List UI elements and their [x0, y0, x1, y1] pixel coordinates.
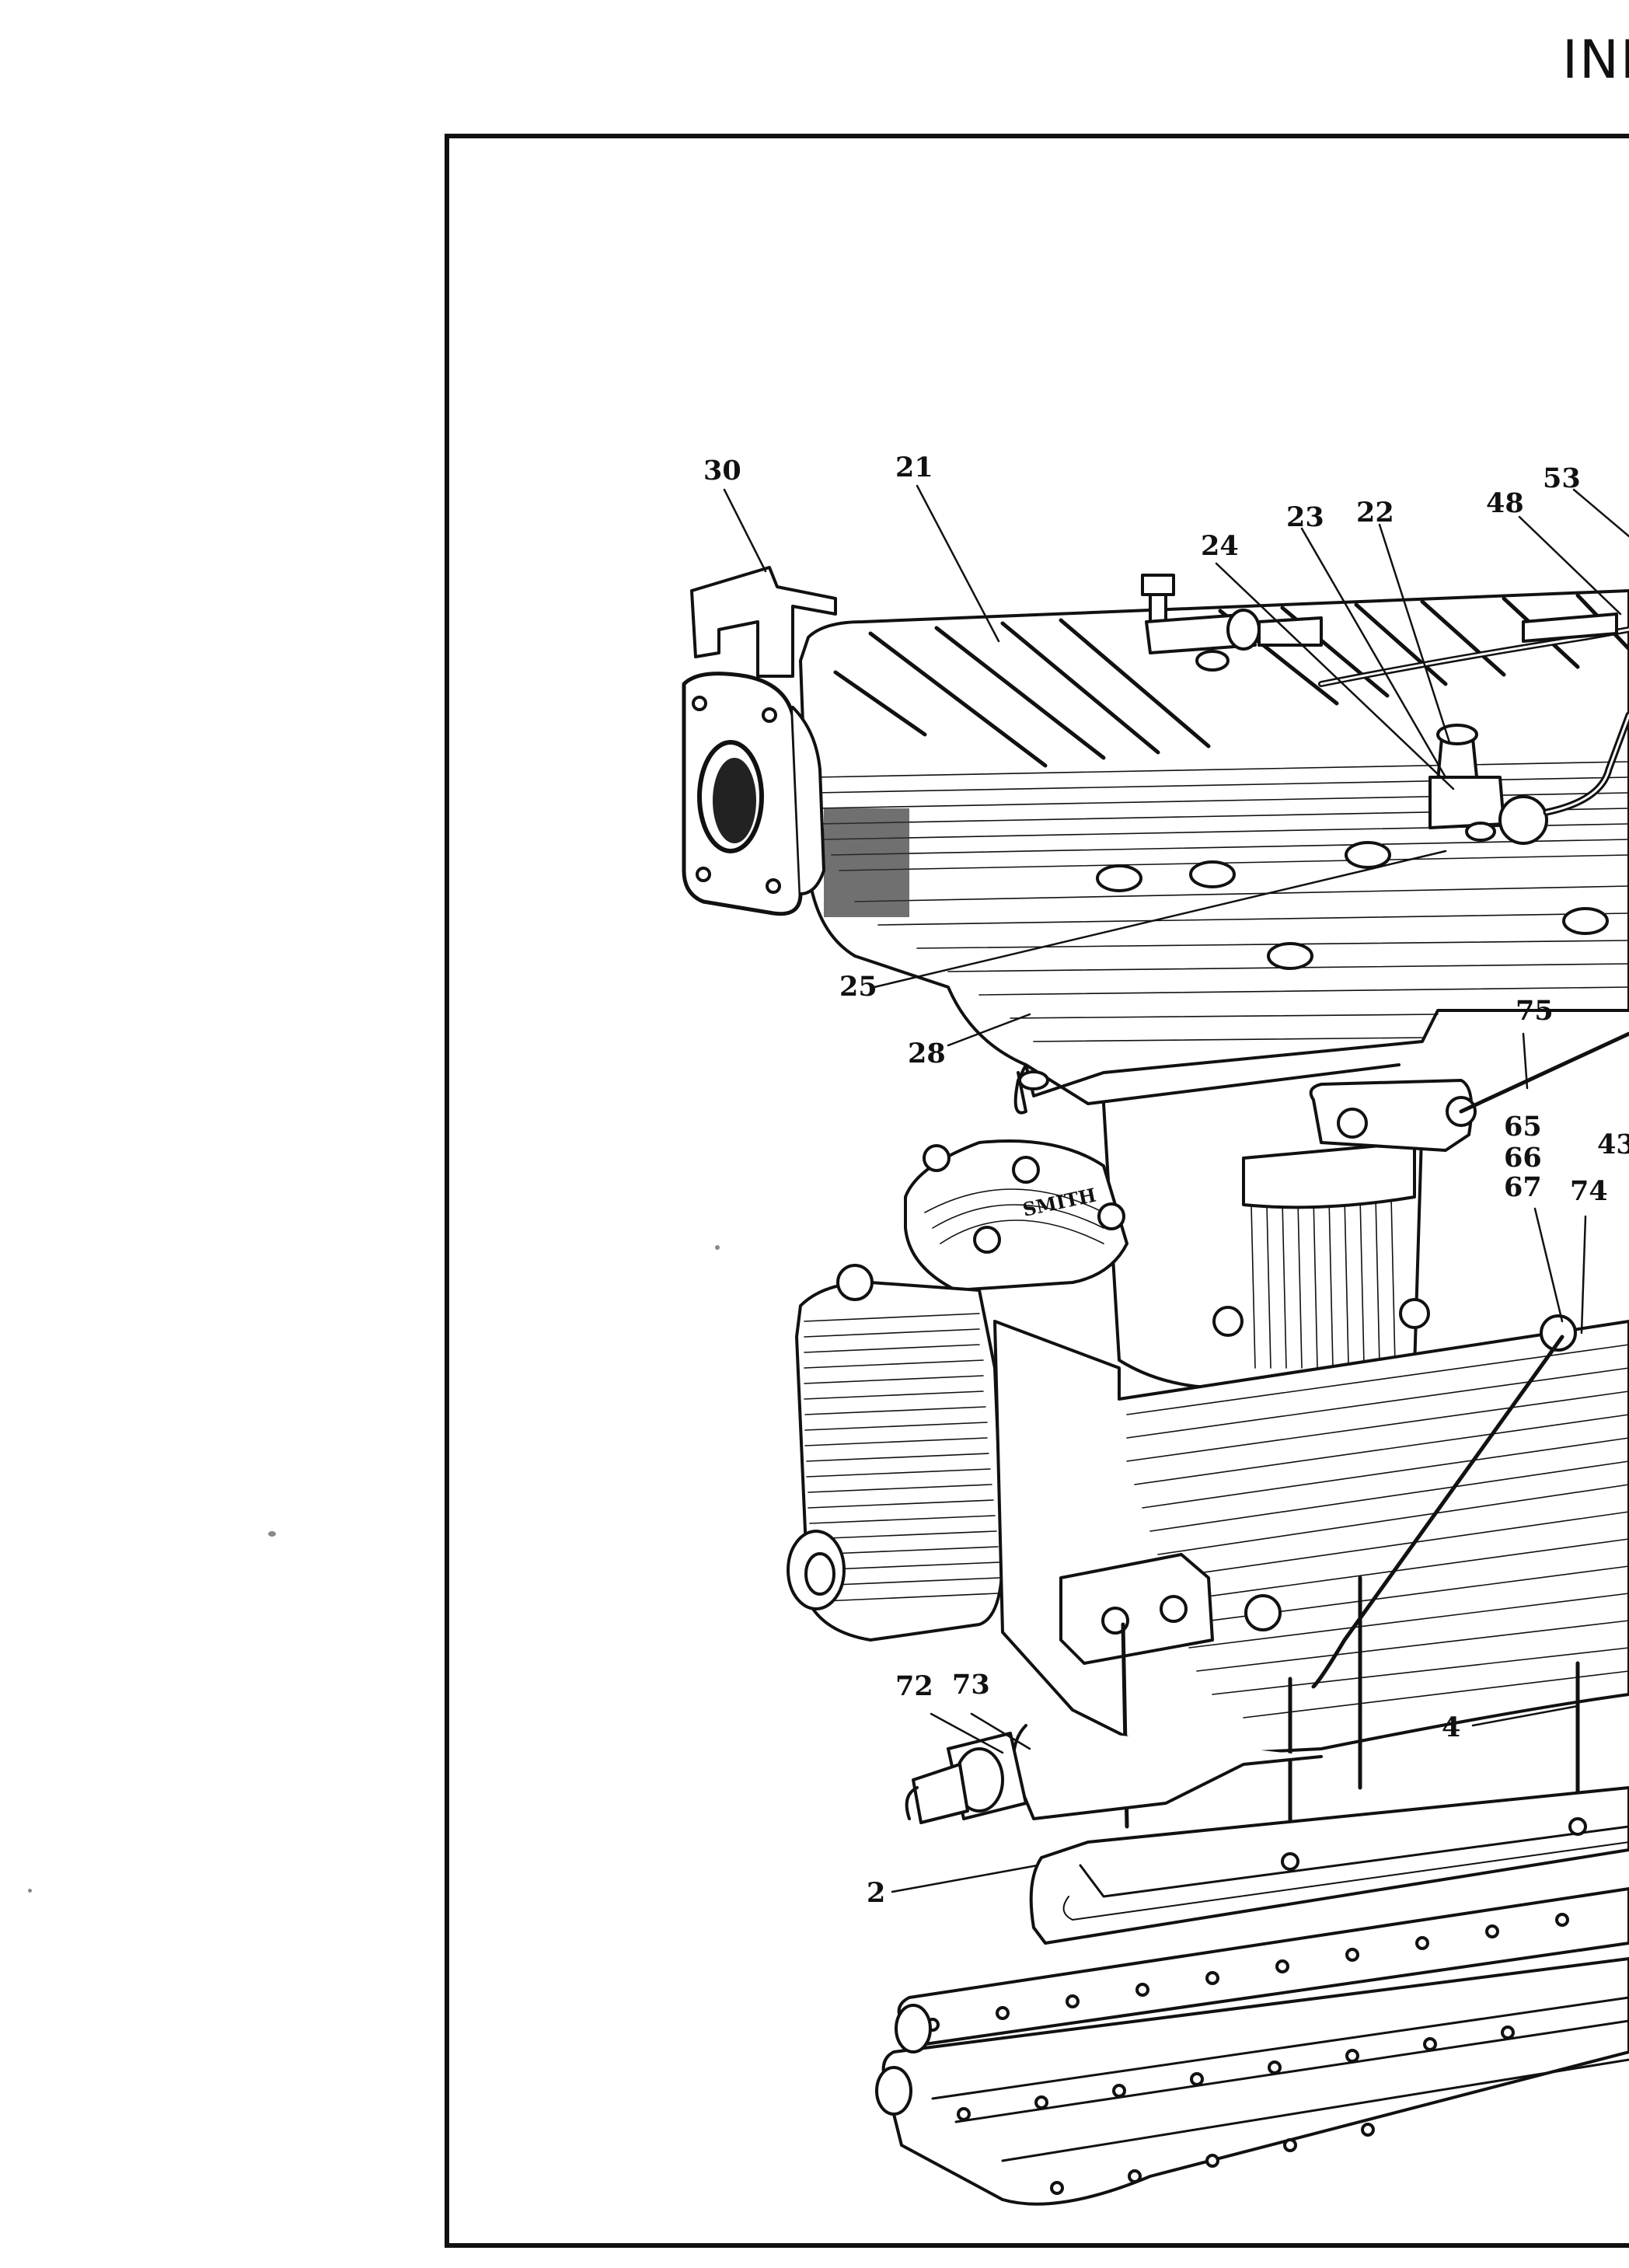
callout-22: 22	[1356, 497, 1394, 529]
callout-28: 28	[908, 1038, 946, 1069]
fuel-gallery	[905, 1724, 1323, 1824]
callout-25: 25	[839, 971, 877, 1003]
page-heading: INI	[1562, 30, 1629, 91]
gasket-plates	[875, 1786, 1629, 2206]
callout-24: 24	[1201, 530, 1239, 562]
scan-speck	[268, 1531, 276, 1537]
leader-lines	[723, 484, 1629, 1893]
top-fittings	[1141, 574, 1629, 845]
callout-72: 72	[895, 1670, 933, 1702]
inlet-flange	[682, 566, 837, 916]
callout-67: 67	[1504, 1171, 1542, 1203]
callout-4: 4	[1442, 1711, 1461, 1743]
callout-2: 2	[867, 1877, 886, 1909]
callout-48: 48	[1486, 487, 1524, 519]
upper-manifold	[799, 589, 1629, 1115]
scan-speck	[715, 1245, 720, 1250]
illustration-frame	[445, 134, 1629, 2248]
callout-66: 66	[1504, 1142, 1542, 1174]
callout-65: 65	[1504, 1111, 1542, 1143]
callout-75: 75	[1516, 995, 1554, 1027]
callout-21: 21	[895, 452, 933, 483]
callout-73: 73	[952, 1669, 990, 1701]
scan-speck	[28, 1889, 32, 1893]
callout-53: 53	[1543, 462, 1581, 494]
callout-23: 23	[1286, 501, 1324, 533]
callout-43: 43	[1597, 1129, 1629, 1160]
carburettor-body	[787, 1031, 1629, 1860]
callout-74: 74	[1570, 1175, 1608, 1207]
callout-30: 30	[703, 455, 741, 487]
